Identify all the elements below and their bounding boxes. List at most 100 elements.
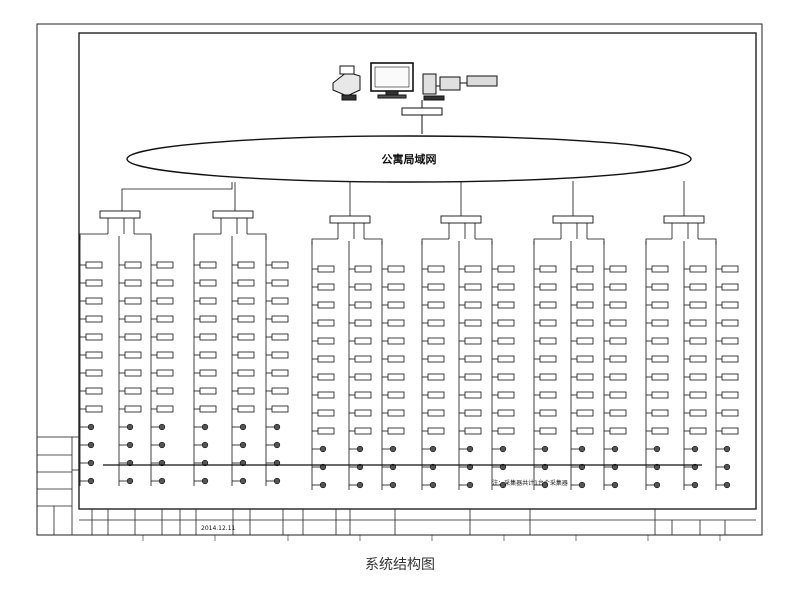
meter-box <box>156 387 174 395</box>
meter-box <box>609 373 627 381</box>
meter-box <box>464 355 482 363</box>
meter-box <box>317 283 335 291</box>
meter-node <box>541 445 549 453</box>
meter-node <box>158 441 166 449</box>
meter-node <box>541 481 549 489</box>
meter-box <box>721 355 739 363</box>
meter-box <box>387 301 405 309</box>
meter-box <box>199 315 217 323</box>
meter-box <box>576 355 594 363</box>
column-feed-line <box>587 238 605 245</box>
meter-box <box>609 355 627 363</box>
meter-box <box>199 387 217 395</box>
meter-node <box>466 481 474 489</box>
meter-box <box>237 387 255 395</box>
meter-box <box>651 391 669 399</box>
meter-box <box>317 319 335 327</box>
column-feed-line <box>79 233 108 240</box>
meter-box <box>651 373 669 381</box>
meter-box <box>464 337 482 345</box>
meter-box <box>199 279 217 287</box>
meter-box <box>427 373 445 381</box>
meter-box <box>651 337 669 345</box>
meter-node <box>653 445 661 453</box>
meter-box <box>387 427 405 435</box>
meter-box <box>237 405 255 413</box>
meter-box <box>317 301 335 309</box>
meter-box <box>427 319 445 327</box>
meter-box <box>85 315 103 323</box>
meter-box <box>387 373 405 381</box>
meter-box <box>609 265 627 273</box>
meter-box <box>156 333 174 341</box>
meter-box <box>199 351 217 359</box>
collector-hub-box <box>663 215 705 224</box>
meter-box <box>651 283 669 291</box>
meter-box <box>317 427 335 435</box>
meter-node <box>691 445 699 453</box>
meter-box <box>199 405 217 413</box>
meter-box <box>609 283 627 291</box>
collector-hub-box <box>552 215 594 224</box>
meter-box <box>85 387 103 395</box>
meter-node <box>653 481 661 489</box>
printer-icon <box>332 65 361 101</box>
meter-box <box>464 301 482 309</box>
meter-box <box>539 265 557 273</box>
meter-box <box>124 369 142 377</box>
meter-node <box>201 477 209 485</box>
meter-box <box>576 391 594 399</box>
meter-box <box>497 265 515 273</box>
meter-box <box>124 387 142 395</box>
meter-box <box>539 355 557 363</box>
meter-box <box>689 373 707 381</box>
lan-ellipse <box>126 135 692 183</box>
meter-box <box>427 301 445 309</box>
column-feed-line <box>421 238 449 245</box>
meter-box <box>237 369 255 377</box>
meter-box <box>497 283 515 291</box>
meter-node <box>319 445 327 453</box>
figure-caption: 系统结构图 <box>365 557 435 573</box>
meter-box <box>576 427 594 435</box>
meter-box <box>354 373 372 381</box>
meter-box <box>85 369 103 377</box>
meter-box <box>354 319 372 327</box>
meter-box <box>317 265 335 273</box>
meter-node <box>239 441 247 449</box>
meter-box <box>497 409 515 417</box>
meter-box <box>317 355 335 363</box>
title-block <box>79 508 762 536</box>
meter-box <box>156 279 174 287</box>
meter-node <box>723 445 731 453</box>
meter-box <box>721 337 739 345</box>
meter-box <box>576 337 594 345</box>
meter-box <box>651 265 669 273</box>
meter-box <box>576 265 594 273</box>
meter-box <box>387 283 405 291</box>
meter-box <box>387 409 405 417</box>
collector-hub-box <box>212 210 254 219</box>
meter-box <box>609 319 627 327</box>
meter-box <box>85 297 103 305</box>
system-structure-drawing: 2014.12.11 <box>36 23 763 541</box>
meter-box <box>497 301 515 309</box>
column-feed-line <box>533 238 561 245</box>
column-feed-line <box>134 233 152 240</box>
meter-box <box>427 283 445 291</box>
column-feed-line <box>364 238 383 245</box>
meter-box <box>721 265 739 273</box>
meter-node <box>158 423 166 431</box>
meter-box <box>539 391 557 399</box>
network-switch-icon <box>401 107 443 116</box>
meter-box <box>497 427 515 435</box>
meter-box <box>271 315 289 323</box>
meter-box <box>651 301 669 309</box>
meter-box <box>317 337 335 345</box>
meter-node <box>319 481 327 489</box>
meter-box <box>354 265 372 273</box>
meter-box <box>85 279 103 287</box>
meter-box <box>539 409 557 417</box>
meter-box <box>354 427 372 435</box>
meter-box <box>689 301 707 309</box>
